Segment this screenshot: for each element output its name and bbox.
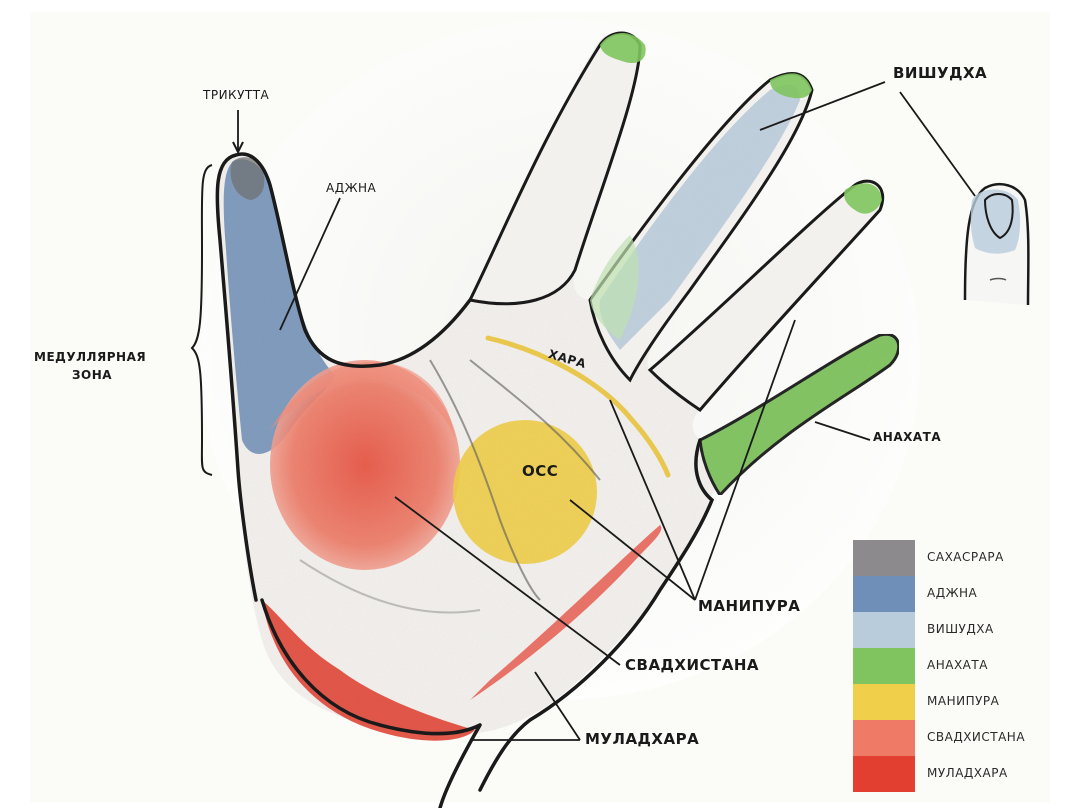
legend-row: СВАДХИСТАНА	[853, 720, 1053, 756]
legend-row: АНАХАТА	[853, 648, 1053, 684]
legend-label: АНАХАТА	[927, 658, 988, 672]
label-medullar-line2: ЗОНА	[72, 368, 113, 382]
legend-row: ВИШУДХА	[853, 612, 1053, 648]
label-vishudha: ВИШУДХА	[893, 64, 988, 82]
legend-swatch-anahata	[853, 648, 915, 684]
legend-row: МАНИПУРА	[853, 684, 1053, 720]
muladhara-zone	[262, 600, 475, 741]
index-tip-anahata	[600, 32, 646, 64]
label-oss: ОСС	[522, 462, 559, 480]
chakra-legend: САХАСРАРА АДЖНА ВИШУДХА АНАХАТА МАНИПУРА…	[853, 540, 1053, 792]
label-muladhara: МУЛАДХАРА	[585, 730, 700, 748]
label-svadhistana: СВАДХИСТАНА	[625, 656, 760, 674]
label-adzhna: АДЖНА	[326, 181, 377, 195]
leader-lines	[232, 81, 976, 741]
legend-swatch-sahasrara	[853, 540, 915, 576]
legend-row: САХАСРАРА	[853, 540, 1053, 576]
hara-line	[485, 335, 671, 478]
hand-outline	[215, 152, 715, 808]
legend-label: ВИШУДХА	[927, 622, 994, 636]
legend-swatch-adzhna	[853, 576, 915, 612]
svadhistana-zone	[270, 360, 460, 570]
middle-vishudha-zone	[599, 84, 800, 350]
thumb-adzhna-zone	[223, 159, 335, 454]
label-trikutta: ТРИКУТТА	[203, 88, 270, 102]
label-medullar-line1: МЕДУЛЛЯРНАЯ	[34, 350, 147, 364]
legend-swatch-muladhara	[853, 756, 915, 792]
manipura-zone	[453, 420, 597, 564]
legend-swatch-svadhistana	[853, 720, 915, 756]
label-manipura: МАНИПУРА	[698, 597, 801, 615]
legend-label: АДЖНА	[927, 586, 978, 600]
label-anahata: АНАХАТА	[873, 430, 942, 444]
legend-label: МАНИПУРА	[927, 694, 1000, 708]
legend-label: СВАДХИСТАНА	[927, 730, 1026, 744]
legend-row: АДЖНА	[853, 576, 1053, 612]
legend-label: САХАСРАРА	[927, 550, 1004, 564]
medullar-bracket	[190, 164, 213, 476]
legend-swatch-vishudha	[853, 612, 915, 648]
fingertip-inset	[963, 183, 1030, 306]
legend-row: МУЛАДХАРА	[853, 756, 1053, 792]
legend-swatch-manipura	[853, 684, 915, 720]
legend-label: МУЛАДХАРА	[927, 766, 1008, 780]
